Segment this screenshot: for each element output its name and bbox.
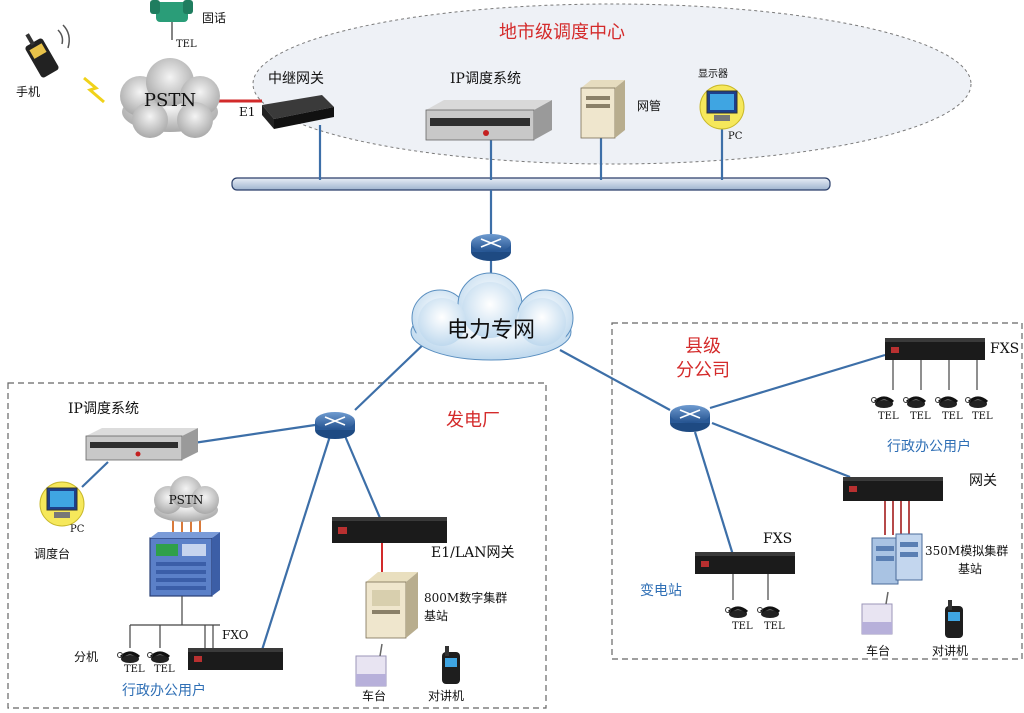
pc-label-plant: PC [70, 524, 85, 535]
mobile-label: 手机 [16, 85, 41, 99]
ip-dispatch-server-plant [85, 428, 198, 461]
tel-label-plant-1: TEL [124, 664, 145, 675]
tel-label-county-2: TEL [910, 411, 931, 422]
bs800-cabinet [365, 572, 418, 639]
router-central [470, 233, 512, 262]
router-plant [314, 411, 356, 440]
e1-lan-gateway [332, 517, 447, 543]
fxs-substation-device [695, 552, 795, 574]
landline-phone-icon [150, 0, 193, 40]
monitor-pc-center [699, 84, 745, 130]
e1-lan-gateway-label: E1/LAN网关 [431, 545, 515, 561]
plant-office-users-label: 行政办公用户 [122, 683, 206, 699]
vehicle-radio-county [861, 591, 893, 635]
tel-label-county-3: TEL [942, 411, 963, 422]
ip-dispatch-label-center: IP调度系统 [450, 71, 521, 87]
bs350-rack [871, 533, 923, 585]
pc-label-center: PC [728, 131, 743, 142]
ip-dispatch-label-plant: IP调度系统 [68, 401, 139, 417]
relay-gateway-label: 中继网关 [268, 71, 324, 87]
landline-label: 固话 [202, 11, 227, 25]
walkie-talkie-plant [442, 646, 460, 684]
tel-label-county-1: TEL [878, 411, 899, 422]
fxs-office-device [885, 338, 985, 360]
power-network-cloud [410, 272, 574, 361]
walkie-label-plant: 对讲机 [428, 689, 465, 703]
tel-label-sub-1: TEL [732, 621, 753, 632]
walkie-label-county: 对讲机 [932, 644, 969, 658]
walkie-talkie-county [945, 600, 963, 638]
county-gateway-label: 网关 [969, 473, 997, 489]
bs800-label-line1: 800M数字集群 [424, 591, 508, 605]
tel-label-top: TEL [176, 39, 197, 50]
vehicle-label-county: 车台 [866, 644, 891, 658]
power-plant-region [7, 382, 547, 709]
substation-label: 变电站 [640, 583, 682, 599]
fxs-substation-label: FXS [763, 531, 793, 547]
vehicle-label-plant: 车台 [362, 689, 387, 703]
vehicle-radio-plant [355, 643, 387, 687]
tel-label-sub-2: TEL [764, 621, 785, 632]
pbx-cabinet [149, 532, 220, 597]
tel-label-plant-2: TEL [154, 664, 175, 675]
pstn-cloud-plant [154, 476, 219, 522]
extension-label: 分机 [74, 650, 99, 664]
dispatch-center-title: 地市级调度中心 [499, 22, 625, 43]
bs350-label-line1: 350M模拟集群 [925, 544, 1009, 558]
relay-gateway-device [262, 95, 334, 129]
county-title-line2: 分公司 [676, 360, 730, 381]
console-label: 调度台 [34, 547, 71, 561]
power-network-label: 电力专网 [446, 318, 536, 343]
mobile-phone-icon [25, 33, 59, 78]
pstn-plant-label: PSTN [168, 493, 204, 507]
bs350-label-line2: 基站 [958, 562, 983, 576]
fxo-device [188, 648, 283, 670]
county-branch-region [611, 322, 1023, 660]
plant-title: 发电厂 [446, 410, 500, 431]
fxo-label: FXO [222, 628, 249, 642]
county-gateway [843, 477, 943, 501]
fxs-top-label: FXS [990, 341, 1020, 357]
county-title-line1: 县级 [685, 336, 721, 357]
county-office-users-label: 行政办公用户 [887, 439, 971, 455]
pstn-cloud-top [120, 58, 220, 138]
netmgmt-tower [580, 80, 625, 139]
bs800-label-line2: 基站 [424, 609, 449, 623]
monitor-label: 显示器 [698, 69, 728, 80]
tel-label-county-4: TEL [972, 411, 993, 422]
router-county [669, 404, 711, 433]
ip-dispatch-server-center [425, 100, 552, 141]
backbone-bus [231, 177, 831, 191]
console-pc-plant [39, 481, 85, 527]
netmgmt-label: 网管 [637, 99, 662, 113]
e1-label: E1 [239, 105, 256, 119]
pstn-top-label: PSTN [143, 90, 197, 111]
